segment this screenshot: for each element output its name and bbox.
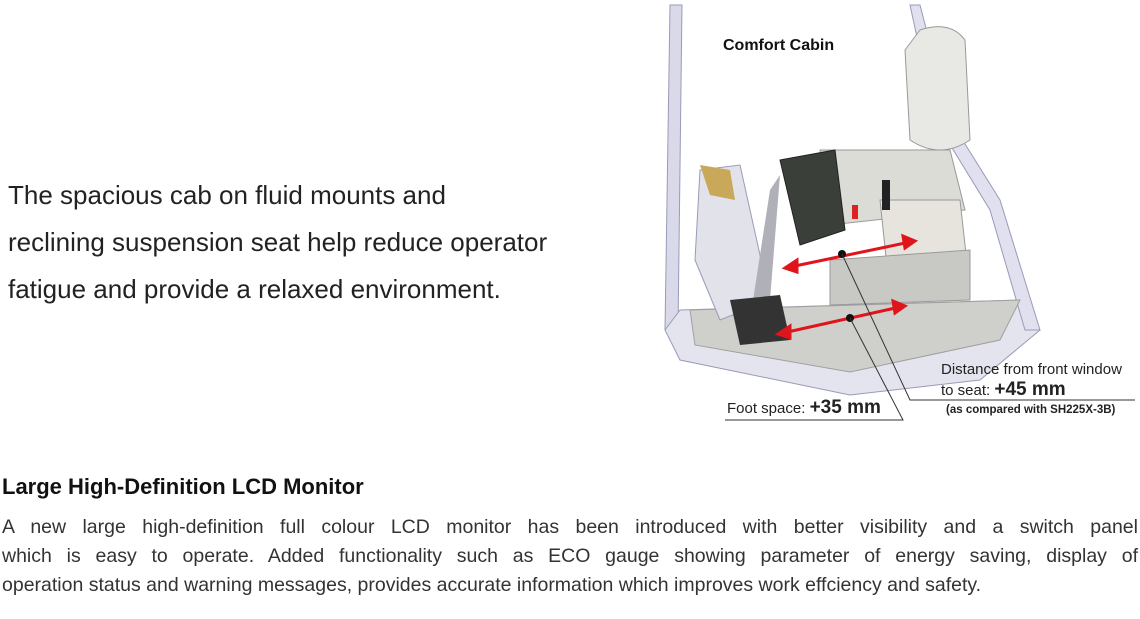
intro-line: fatigue and provide a relaxed environmen… [8, 274, 501, 304]
body-line: which is easy to operate. Added function… [2, 545, 1138, 567]
distance-callout: Distance from front window to seat: +45 … [941, 360, 1122, 401]
body-line: A new large high-definition full colour … [2, 516, 1138, 538]
foot-space-label: Foot space: [727, 400, 806, 417]
intro-line: The spacious cab on fluid mounts and [8, 180, 446, 210]
figure-title: Comfort Cabin [723, 37, 835, 54]
section-body: A new large high-definition full colour … [2, 513, 1138, 600]
comparison-note: (as compared with SH225X-3B) [946, 404, 1116, 416]
foot-space-callout: Foot space: +35 mm [727, 397, 881, 419]
distance-label-line1: Distance from front window [941, 361, 1122, 378]
comfort-cabin-illustration [664, 4, 1135, 421]
intro-text: The spacious cab on fluid mounts and rec… [8, 172, 547, 313]
foot-space-value: +35 mm [809, 397, 881, 418]
intro-line: reclining suspension seat help reduce op… [8, 227, 548, 257]
body-line: operation status and warning messages, p… [2, 574, 982, 596]
distance-label-line2: to seat: [941, 382, 991, 399]
section-heading: Large High-Definition LCD Monitor [2, 474, 364, 499]
distance-value: +45 mm [994, 379, 1066, 400]
